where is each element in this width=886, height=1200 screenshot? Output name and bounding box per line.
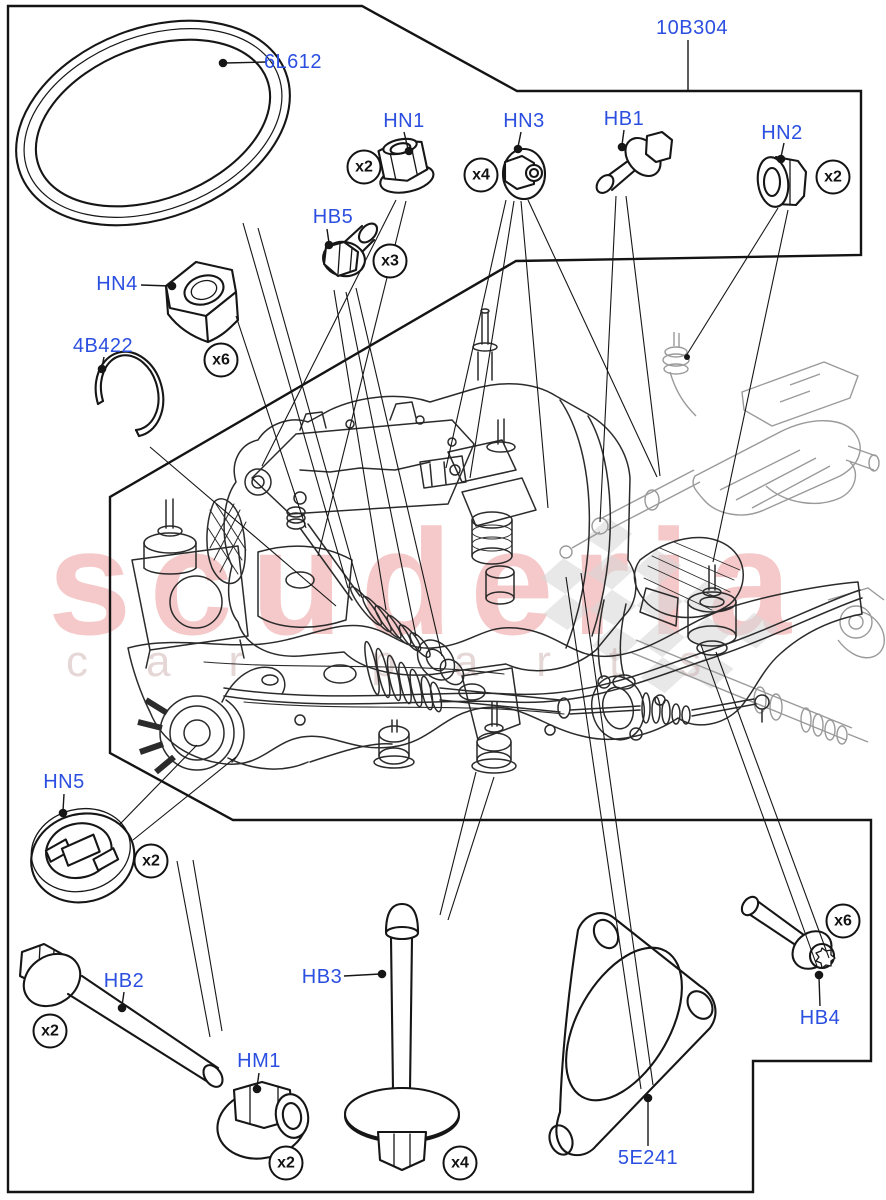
steering-column-illustration: [559, 332, 885, 745]
part-label-4b422[interactable]: 4B422: [72, 335, 134, 357]
qty-badge-hb2: x2: [32, 1013, 68, 1049]
qty-badge-hn4: x6: [203, 342, 239, 378]
part-label-hb2[interactable]: HB2: [103, 970, 145, 992]
part-label-hn5[interactable]: HN5: [43, 771, 85, 793]
part-art-hn1: [377, 137, 435, 194]
part-label-hb5[interactable]: HB5: [312, 206, 354, 228]
part-art-group: [15, 19, 836, 1172]
part-art-hn2: [756, 155, 808, 208]
part-label-hb3[interactable]: HB3: [301, 966, 343, 988]
part-label-hn3[interactable]: HN3: [503, 110, 545, 132]
part-art-4b422: [94, 350, 165, 438]
part-art-hb5: [322, 222, 379, 278]
qty-badge-hn1: x2: [346, 149, 382, 185]
qty-badge-hn3: x4: [463, 157, 499, 193]
part-label-hb4[interactable]: HB4: [799, 1007, 841, 1029]
part-art-hb1: [595, 130, 674, 194]
qty-badge-hb4: x6: [825, 903, 861, 939]
part-label-hm1[interactable]: HM1: [237, 1050, 281, 1072]
part-art-5e241: [548, 912, 717, 1157]
part-art-hn4: [164, 260, 240, 344]
part-art-hb4: [740, 895, 836, 970]
part-art-hb3: [343, 902, 461, 1172]
part-label-hn4[interactable]: HN4: [96, 273, 138, 295]
part-art-6l612: [15, 19, 291, 227]
qty-badge-hm1: x2: [268, 1145, 304, 1181]
diagram-border: [6, 4, 873, 1194]
part-label-hn1[interactable]: HN1: [383, 110, 425, 132]
qty-badge-hn2: x2: [815, 159, 851, 195]
part-label-hn2[interactable]: HN2: [761, 122, 803, 144]
qty-badge-hb5: x3: [372, 243, 408, 279]
qty-badge-hn5: x2: [133, 843, 169, 879]
qty-badge-hb3: x4: [442, 1145, 478, 1181]
part-art-hm1: [216, 1080, 310, 1160]
label-leader-lines: [58, 40, 824, 1146]
part-art-hn5: [30, 807, 136, 904]
part-art-hb2: [18, 942, 224, 1088]
part-label-5e241[interactable]: 5E241: [617, 1147, 679, 1169]
part-label-6l612[interactable]: 6L612: [263, 51, 323, 73]
subframe-assembly-illustration: [127, 308, 863, 775]
part-label-hb1[interactable]: HB1: [603, 108, 645, 130]
callout-lines: [119, 195, 830, 1090]
part-art-hn3: [501, 147, 547, 201]
part-label-10b304[interactable]: 10B304: [656, 17, 728, 39]
